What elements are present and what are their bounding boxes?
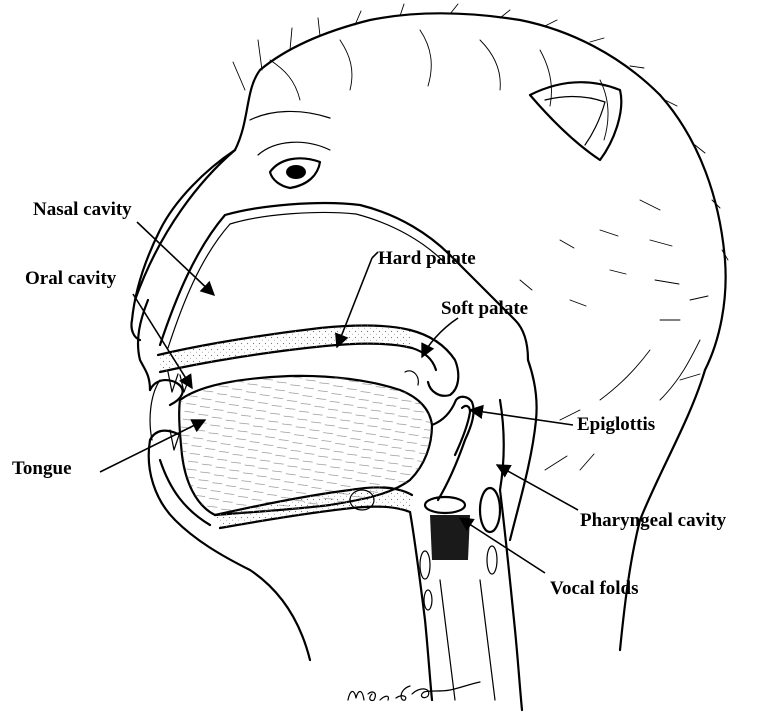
label-tongue: Tongue xyxy=(12,459,72,478)
arrow-vocal-folds xyxy=(460,518,545,573)
hard-palate-drawing xyxy=(158,326,412,372)
label-epiglottis: Epiglottis xyxy=(577,415,655,434)
label-oral-cavity: Oral cavity xyxy=(25,269,116,288)
label-nasal-cavity: Nasal cavity xyxy=(33,200,132,219)
arrow-soft-palate xyxy=(422,318,458,357)
label-soft-palate: Soft palate xyxy=(441,299,528,318)
label-pharyngeal-cavity: Pharyngeal cavity xyxy=(580,511,726,530)
arrow-pharyngeal-cavity xyxy=(497,465,578,510)
label-vocal-folds: Vocal folds xyxy=(550,579,639,598)
label-hard-palate: Hard palate xyxy=(378,249,476,268)
arrow-epiglottis xyxy=(470,410,573,425)
artist-signature xyxy=(348,682,480,701)
arrow-nasal-cavity xyxy=(137,222,214,295)
arrow-oral-cavity xyxy=(133,294,192,388)
tongue-drawing xyxy=(179,371,432,528)
